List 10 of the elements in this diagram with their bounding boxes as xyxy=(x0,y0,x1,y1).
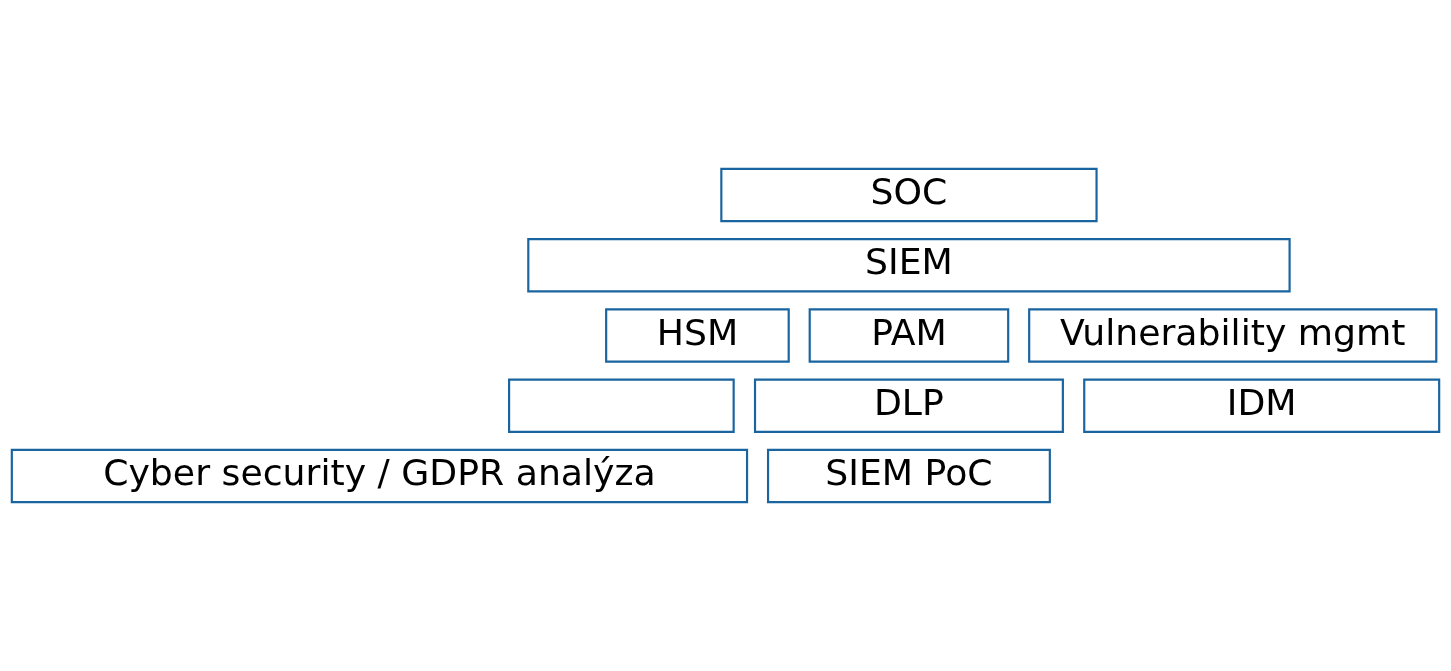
node-box: DLP xyxy=(753,378,1064,433)
node-box: Vulnerability mgmt xyxy=(1028,308,1438,363)
node-box: SOC xyxy=(720,167,1098,223)
node-box: SIEM PoC xyxy=(766,448,1051,504)
node-box: IDM xyxy=(1083,378,1441,433)
node-box: SIEM xyxy=(527,238,1291,293)
node-box: PAM xyxy=(808,308,1010,363)
node-box xyxy=(508,378,735,433)
node-box: Cyber security / GDPR analýza xyxy=(10,448,749,504)
node-box: HSM xyxy=(605,308,790,363)
